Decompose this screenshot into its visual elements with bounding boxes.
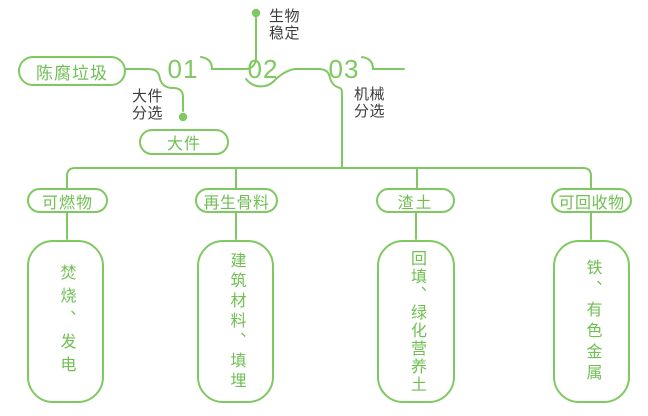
label-mechanical-sorting: 机械 分选 — [354, 86, 386, 120]
node-disposal-building-materials: 建筑材料、填埋 — [197, 240, 274, 403]
label-biological-stabilization-line1: 生物 — [269, 8, 301, 25]
node-disposal-incineration: 焚烧、发电 — [27, 240, 104, 403]
node-source-waste: 陈腐垃圾 — [18, 56, 126, 86]
node-category-slag-soil: 渣土 — [376, 188, 455, 213]
branch-bar — [66, 167, 592, 190]
line-step03-stub — [361, 56, 405, 70]
disposal-text-backfill: 回填、绿化营养土 — [408, 249, 425, 394]
disposal-text-building-materials: 建筑材料、填埋 — [227, 251, 245, 392]
step-number-02: 02 — [247, 54, 279, 84]
node-category-combustibles: 可燃物 — [27, 188, 108, 213]
node-category-recycled-aggregate: 再生骨料 — [195, 188, 278, 213]
label-mechanical-sorting-line2: 分选 — [354, 102, 386, 120]
line-step01-to-step02 — [200, 17, 257, 70]
node-disposal-backfill: 回填、绿化营养土 — [377, 240, 455, 403]
step-number-03: 03 — [328, 54, 360, 84]
node-disposal-metals: 铁、有色金属 — [553, 240, 630, 403]
node-category-recyclables: 可回收物 — [551, 188, 632, 213]
step-number-01: 01 — [167, 54, 199, 84]
line-source-to-step01 — [125, 68, 184, 112]
line-step02-to-step03 — [245, 68, 343, 168]
biologic-branch-dot — [251, 8, 261, 18]
label-bulky-sorting-line2: 分选 — [132, 104, 164, 122]
bulky-branch-dot — [178, 112, 188, 122]
disposal-text-metals: 铁、有色金属 — [583, 258, 601, 385]
label-bulky-sorting-line1: 大件 — [132, 88, 164, 105]
label-bulky-sorting: 大件 分选 — [132, 88, 164, 122]
label-biological-stabilization-line2: 稳定 — [269, 24, 301, 42]
label-biological-stabilization: 生物 稳定 — [269, 8, 301, 42]
node-bulky-items: 大件 — [139, 129, 229, 155]
disposal-text-incineration: 焚烧、发电 — [57, 264, 75, 379]
label-mechanical-sorting-line1: 机械 — [354, 86, 386, 103]
